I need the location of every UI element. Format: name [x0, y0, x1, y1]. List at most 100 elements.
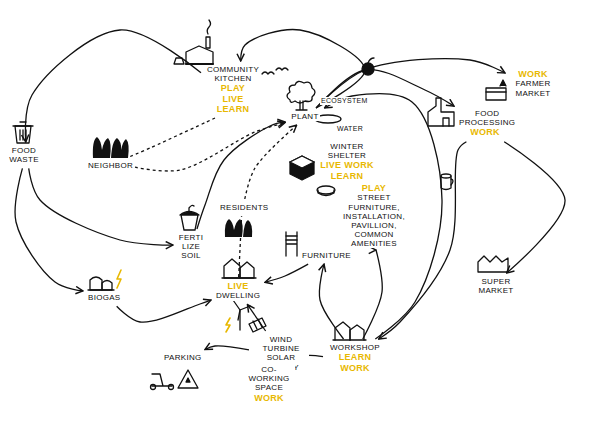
icon-node: PLANT [288, 111, 322, 122]
icon-node: PLAYSTREET FURNITURE, INSTALLATION, PAVI… [336, 182, 412, 249]
node-label: PARKING [163, 353, 203, 362]
flow-arrow [265, 264, 308, 282]
parking-icon [186, 378, 190, 382]
activity-tag: WORK [469, 127, 501, 137]
flow-arrow [319, 264, 343, 339]
flow-arrow [245, 125, 297, 199]
soil-icon [181, 215, 198, 230]
parking-icon [152, 374, 172, 386]
turbine-icon [233, 300, 250, 320]
flow-arrow [129, 118, 215, 157]
turbine-icon [226, 300, 266, 332]
people-icon [243, 220, 252, 237]
people-icon [93, 137, 111, 158]
shelter-icon [290, 156, 314, 180]
market-icon [486, 91, 506, 92]
chair-icon [286, 232, 297, 256]
activity-tag: LIVE WORK LEARN [319, 160, 375, 181]
flow-arrow [25, 30, 201, 142]
icon-node: NEIGHBOR [86, 160, 132, 171]
flow-arrow [239, 216, 242, 277]
cup-icon [441, 174, 453, 190]
flow-arrow [504, 142, 565, 273]
flow-arrow [197, 122, 285, 229]
cup-icon [451, 179, 453, 185]
node-label: FOOD WASTE [5, 146, 43, 164]
icon-node: RESIDENTS [218, 202, 266, 213]
activity-tag: WORK [253, 393, 285, 403]
people-icon [111, 138, 129, 158]
bird-icon [276, 68, 288, 70]
node-label: WORKSHOP [329, 343, 381, 352]
chair-icon [286, 232, 297, 256]
flow-arrow [325, 94, 442, 339]
biogas-icon [90, 277, 102, 290]
node-label: PLANT [290, 112, 319, 121]
factory-icon [443, 118, 449, 126]
turbine-icon [226, 318, 230, 332]
icon-node: CO-WORKING SPACEWORK [242, 364, 296, 404]
factory-icon [428, 98, 454, 126]
trash-icon [13, 125, 33, 126]
flow-arrow [117, 300, 211, 322]
flow-arrow [247, 305, 265, 331]
bird-icon [262, 68, 288, 74]
parking-icon [178, 370, 198, 388]
annotation: WATER [336, 125, 364, 133]
icon-node: FERTI LIZE SOIL [176, 232, 206, 262]
chair-icon [286, 236, 297, 240]
icon-node: BIOGAS [86, 292, 122, 303]
tree-icon [287, 81, 315, 103]
biogas-icon [117, 270, 121, 288]
icon-node: LIVEDWELLING [214, 280, 262, 302]
biogas-icon [88, 270, 121, 290]
node-label: RESIDENTS [219, 203, 270, 212]
kitchen-icon [206, 37, 210, 48]
pavilion-icon [318, 190, 334, 196]
node-label: DWELLING [215, 291, 261, 300]
parking-icon [169, 385, 174, 390]
node-label: CO-WORKING SPACE [243, 365, 295, 393]
icon-node: WORKFARMER MARKET [508, 68, 558, 99]
tree-icon [287, 81, 315, 110]
icon-node: FURNITURE [300, 250, 350, 261]
house-icon [240, 262, 254, 278]
node-label: FOOD PROCESSING [458, 109, 516, 127]
node-label: FARMER MARKET [509, 79, 557, 97]
activity-tag: LIVE LEARN [205, 94, 261, 115]
trash-icon [15, 126, 31, 143]
apple-icon [368, 58, 374, 63]
supermarket-icon [478, 256, 508, 272]
market-icon [486, 80, 506, 100]
pavilion-icon [317, 186, 335, 194]
icon-node: WORKSHOPLEARN WORK [326, 342, 384, 374]
flow-arrow [15, 168, 83, 291]
node-label: FERTI LIZE SOIL [177, 233, 205, 261]
node-label: COMMUNITY KITCHEN [205, 65, 261, 83]
people-icon [93, 137, 129, 158]
icon-node: FOOD WASTE [4, 145, 44, 165]
icon-node: SUPER MARKET [476, 276, 516, 296]
market-icon [500, 80, 506, 86]
icon-node: WINTER SHELTERLIVE WORK LEARN [318, 141, 376, 182]
icon-node: PARKING [162, 352, 202, 363]
flow-arrow [29, 168, 173, 245]
people-icon [225, 219, 243, 237]
workshop-icon [333, 339, 366, 340]
activity-tag: LIVE [226, 281, 249, 291]
flow-arrow [363, 250, 383, 339]
biogas-icon [102, 281, 112, 291]
house-icon [224, 259, 240, 278]
kitchen-icon [186, 46, 213, 64]
soil-icon [180, 205, 199, 230]
tree-icon [296, 101, 307, 110]
soil-icon [189, 205, 194, 213]
parking-icon [151, 370, 199, 390]
icon-node: COMMUNITY KITCHENPLAYLIVE LEARN [204, 64, 262, 115]
shelter-icon [290, 156, 314, 168]
parking-icon [151, 385, 156, 390]
bird-icon [262, 72, 274, 74]
node-label: NEIGHBOR [87, 161, 134, 170]
